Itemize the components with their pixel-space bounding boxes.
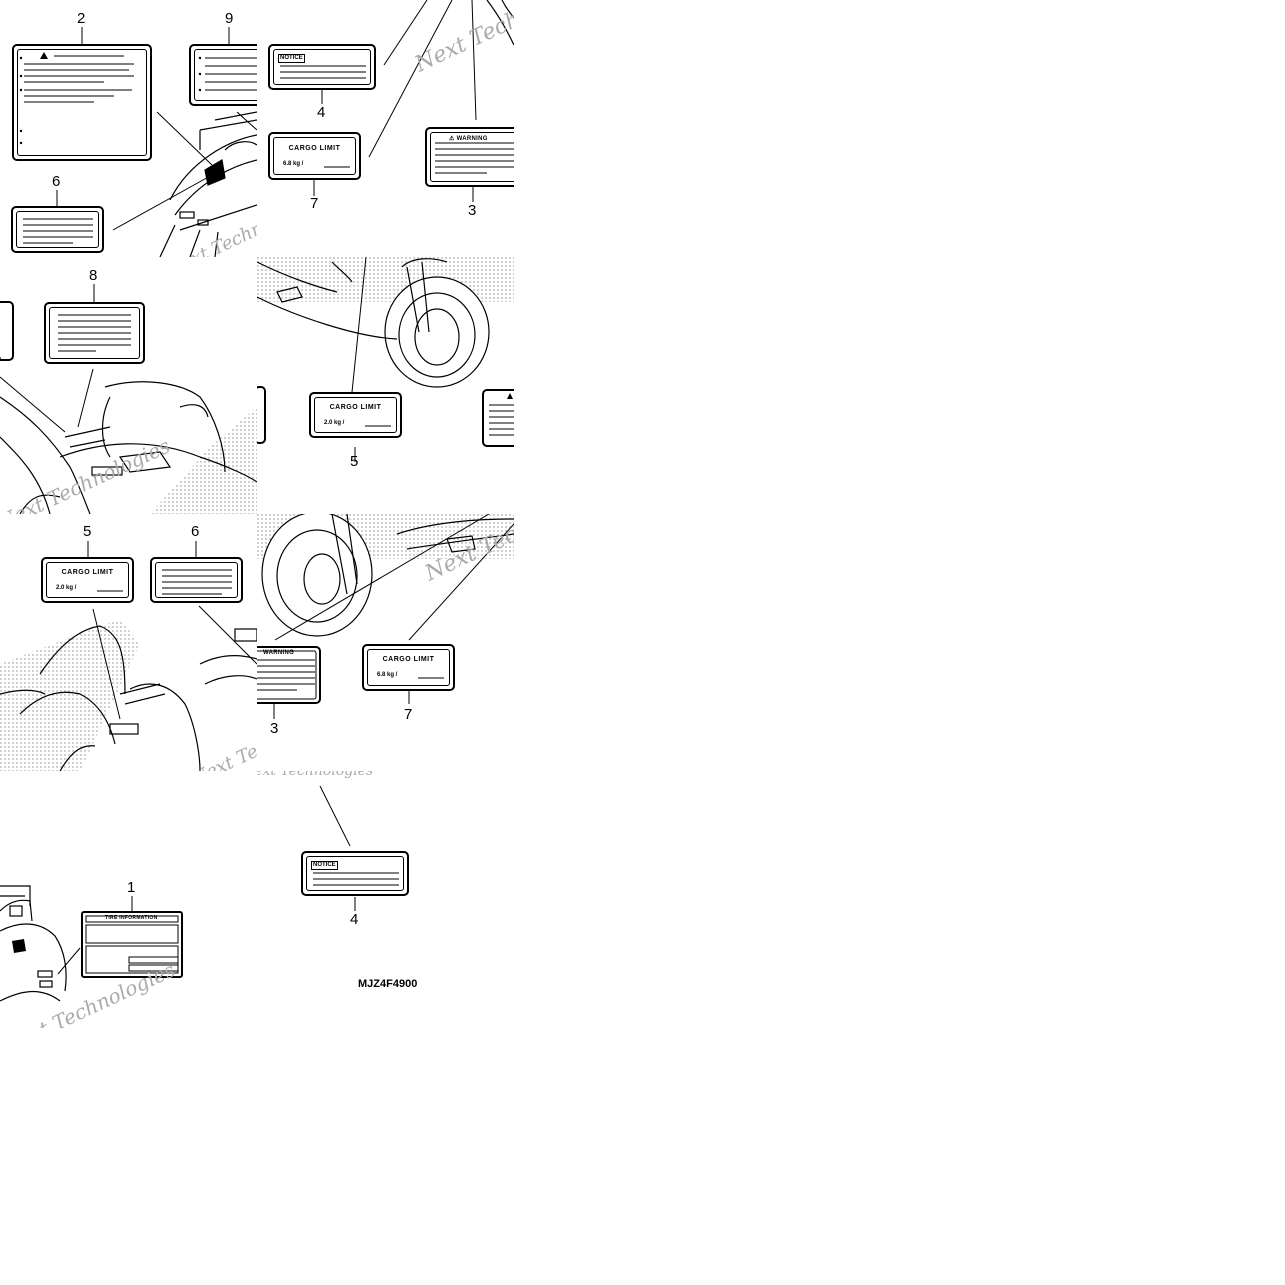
cargo-title: CARGO LIMIT (382, 656, 435, 663)
warning-text: WARNING (456, 136, 488, 142)
cargo-value: 2.0 kg / (324, 420, 345, 426)
callout-7: 7 (310, 195, 319, 212)
notice-tag: NOTICE (278, 54, 305, 63)
label-6 (11, 206, 104, 253)
label-3-text-lines (435, 142, 514, 174)
callout-4: 4 (317, 104, 326, 121)
label-5-cargo-front: CARGO LIMIT 2.0 kg / (41, 557, 134, 603)
callout-1: 1 (127, 879, 136, 896)
motorcycle-front-sketch (0, 284, 257, 514)
label-2 (12, 44, 152, 161)
tire-info-grid (85, 915, 179, 974)
callout-6: 6 (52, 173, 61, 190)
notice-tag: NOTICE (311, 861, 338, 870)
tire-info-header: TIRE INFORMATION (105, 915, 158, 921)
warning-triangle-icon (507, 393, 513, 399)
label-7-cargo-rear: CARGO LIMIT 6.8 kg / (268, 132, 361, 180)
notice-leader-lines (319, 785, 356, 911)
label-4-text-lines (313, 872, 399, 886)
cargo-value: 6.8 kg / (377, 672, 398, 678)
label-5-cargo-front: CARGO LIMIT 2.0 kg / (309, 392, 402, 438)
cargo-value: 2.0 kg / (56, 585, 77, 591)
label-2-text-lines (19, 52, 134, 145)
label-9 (189, 44, 257, 106)
callout-8: 8 (89, 267, 98, 284)
callout-2: 2 (77, 10, 86, 27)
callout-7: 7 (404, 706, 413, 723)
callout-5: 5 (350, 453, 359, 470)
callout-3: 3 (468, 202, 477, 219)
cargo-title: CARGO LIMIT (288, 145, 341, 152)
motorcycle-side-sketch (0, 885, 133, 1002)
label-8-text-lines (58, 314, 131, 352)
label-3-warning: ⚠ WARNING (425, 127, 514, 187)
warning-header: ⚠ WARNING (449, 136, 488, 142)
tile-rear-labels-3-7: WARNING 3 CARGO LIMIT 6.8 kg / 7 Next Te… (257, 514, 514, 771)
callout-4: 4 (350, 911, 359, 928)
label-4-text-lines (280, 65, 366, 79)
label-4-notice: NOTICE (268, 44, 376, 90)
tile-rear-labels-left: 2 9 6 (0, 0, 257, 257)
tile-front-label-8: 8 Next Technologies (0, 257, 257, 514)
partial-warning-label (257, 646, 321, 704)
motorcycle-front-left-sketch (0, 541, 257, 771)
label-7-cargo-rear: CARGO LIMIT 6.8 kg / (362, 644, 455, 691)
partial-label-edge (0, 301, 14, 361)
cargo-title: CARGO LIMIT (61, 569, 114, 576)
tile-notice-label: Next Technologies NOTICE 4 MJZ4F4900 (257, 771, 514, 1028)
callout-6: 6 (191, 523, 200, 540)
label-8 (44, 302, 145, 364)
front-wheel-sketch (257, 257, 514, 462)
label-9-text-lines (198, 56, 257, 92)
tile-rear-labels-right: NOTICE 4 CARGO LIMIT 6.8 kg / 7 ⚠ WARNIN… (257, 0, 514, 257)
motorcycle-rear-sketch (56, 27, 257, 257)
label-6-text-lines (162, 569, 232, 595)
label-1-tire-information: TIRE INFORMATION (81, 911, 183, 978)
label-6-text-lines (23, 218, 93, 244)
partial-label-edge (257, 386, 266, 444)
tile-front-labels-5-6: 5 6 CARGO LIMIT 2.0 kg / Next Technologi… (0, 514, 257, 771)
tile-front-label-5: CARGO LIMIT 2.0 kg / 5 (257, 257, 514, 514)
label-6 (150, 557, 243, 603)
callout-5: 5 (83, 523, 92, 540)
cargo-value: 6.8 kg / (283, 161, 304, 167)
warning-triangle-icon (40, 52, 48, 59)
watermark: Next Technologies (257, 771, 374, 779)
warning-header: WARNING (263, 650, 295, 656)
diagram-code: MJZ4F4900 (358, 978, 418, 990)
tile-tire-info-label: 1 TIRE INFORMATION Next Technologies (0, 771, 257, 1028)
label-4-notice: NOTICE (301, 851, 409, 896)
rear-wheel-sketch (257, 514, 514, 719)
callout-3: 3 (270, 720, 279, 737)
partial-warning-label (482, 389, 514, 447)
cargo-title: CARGO LIMIT (329, 404, 382, 411)
callout-9: 9 (225, 10, 234, 27)
motorcycle-rear-right-sketch (313, 0, 514, 202)
